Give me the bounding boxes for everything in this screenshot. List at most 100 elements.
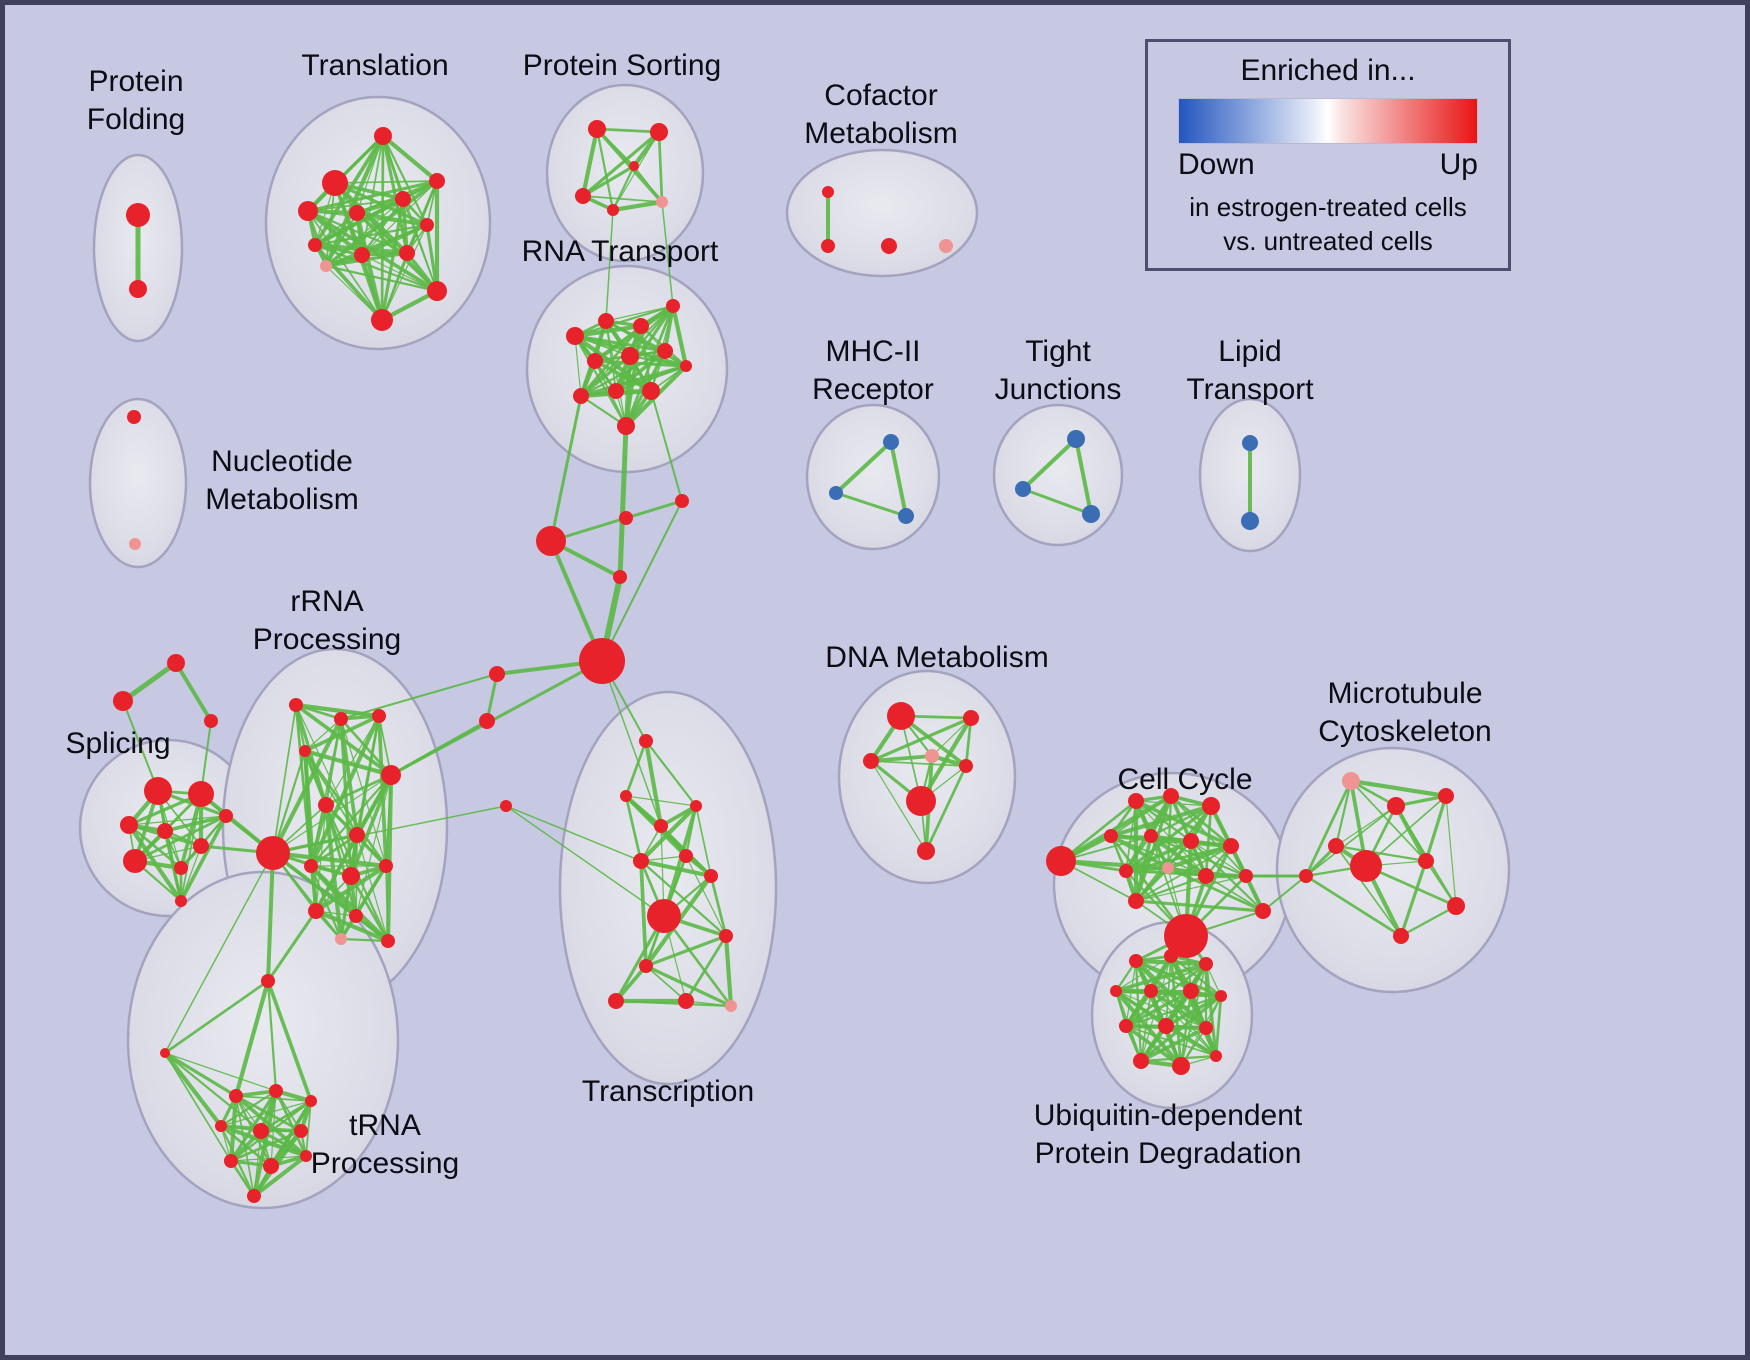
- network-edge: [306, 134, 385, 213]
- network-edge: [657, 130, 664, 204]
- network-edge: [1424, 794, 1448, 863]
- gene-set-node-red: [607, 204, 619, 216]
- network-edge: [302, 748, 394, 778]
- gene-set-node-red: [1215, 990, 1227, 1002]
- network-edge: [593, 359, 653, 393]
- gene-set-node-red: [294, 1124, 308, 1138]
- gene-set-node-red: [160, 1048, 170, 1058]
- gene-set-node-red: [500, 800, 512, 812]
- gene-set-node-red: [639, 734, 653, 748]
- network-edge: [1124, 839, 1193, 873]
- network-edge: [1124, 994, 1223, 1028]
- network-edge: [573, 304, 675, 338]
- network-edge: [402, 198, 438, 292]
- network-edge: [339, 937, 390, 943]
- gene-set-node-red: [1447, 897, 1465, 915]
- gene-set-node-red: [127, 410, 141, 424]
- network-edge: [164, 852, 274, 1054]
- gene-set-node-red: [157, 823, 173, 839]
- gene-set-node-red: [657, 343, 673, 359]
- gene-set-node-red: [395, 191, 411, 207]
- network-edge: [380, 197, 405, 322]
- network-edge: [1180, 963, 1207, 1067]
- gene-set-node-red: [639, 959, 653, 973]
- gene-set-node-red: [906, 786, 936, 816]
- network-edge: [270, 850, 389, 869]
- network-edge: [163, 814, 228, 833]
- network-edge: [1335, 845, 1402, 937]
- network-edge: [1166, 866, 1265, 913]
- network-edge: [1134, 874, 1208, 903]
- network-edge: [723, 933, 734, 1009]
- network-edge: [889, 440, 908, 518]
- network-edge: [360, 253, 384, 322]
- gene-set-node-red: [822, 186, 834, 198]
- network-edge: [645, 965, 687, 1002]
- network-edge: [313, 863, 389, 914]
- network-edge: [385, 865, 389, 942]
- gene-set-node-red: [174, 861, 188, 875]
- network-edge: [1124, 989, 1193, 1028]
- network-edge: [229, 1129, 303, 1163]
- gene-set-node-red: [680, 360, 692, 372]
- gene-set-node-red: [1110, 985, 1122, 997]
- network-edge: [661, 201, 674, 307]
- gene-set-node-red: [608, 383, 624, 399]
- network-edge: [1059, 799, 1138, 863]
- network-edge: [624, 739, 648, 798]
- network-edge: [1164, 994, 1223, 1028]
- gene-set-node-red: [821, 239, 835, 253]
- network-edge: [220, 1100, 312, 1127]
- network-edge: [592, 303, 676, 364]
- network-edge: [614, 999, 733, 1008]
- network-edge: [644, 739, 698, 808]
- network-edge: [1445, 795, 1457, 907]
- network-edge: [309, 803, 328, 868]
- gene-set-node-red: [1418, 853, 1434, 869]
- network-edge: [505, 805, 642, 862]
- gene-set-node-pink: [320, 260, 332, 272]
- network-edge: [1021, 437, 1078, 491]
- network-edge: [164, 1052, 232, 1162]
- network-edge: [324, 773, 393, 807]
- gene-set-node-red: [678, 993, 694, 1009]
- cluster-ellipse-nucleotide-metabolism: [88, 397, 188, 569]
- network-edge: [425, 223, 439, 293]
- network-edge: [385, 772, 394, 944]
- network-edge: [605, 305, 674, 322]
- network-edge: [574, 335, 582, 397]
- gene-set-node-red: [1144, 829, 1158, 843]
- network-edge: [306, 179, 439, 213]
- network-edge: [266, 851, 275, 983]
- network-edge: [304, 718, 342, 752]
- gene-set-node-red: [1104, 829, 1118, 843]
- gene-set-node-red: [1172, 1057, 1190, 1075]
- network-edge: [219, 1089, 278, 1128]
- network-edge: [601, 500, 683, 662]
- network-edge: [869, 754, 934, 763]
- gene-set-node-blue: [1241, 512, 1259, 530]
- gene-set-node-pink: [925, 749, 939, 763]
- gene-set-node-red: [188, 781, 214, 807]
- network-edge: [313, 179, 439, 247]
- gene-set-node-red: [675, 494, 689, 508]
- network-edge: [1021, 487, 1093, 516]
- network-edge: [834, 440, 893, 495]
- gene-set-node-red: [204, 714, 218, 728]
- network-edge: [579, 354, 632, 398]
- network-edge: [389, 719, 489, 777]
- gene-set-node-red: [620, 790, 632, 802]
- network-edge: [303, 749, 388, 868]
- network-edge: [1114, 962, 1208, 993]
- network-edge: [1134, 899, 1265, 913]
- network-edge: [381, 252, 408, 321]
- gene-set-node-red: [489, 666, 505, 682]
- network-edge: [611, 164, 636, 212]
- gene-set-node-red: [959, 759, 973, 773]
- network-edge: [595, 127, 661, 134]
- network-edge: [120, 660, 179, 704]
- network-edge: [505, 805, 665, 917]
- cluster-ellipse-cofactor-metabolism: [785, 148, 979, 278]
- gene-set-node-red: [704, 869, 718, 883]
- gene-set-node-red: [219, 809, 233, 823]
